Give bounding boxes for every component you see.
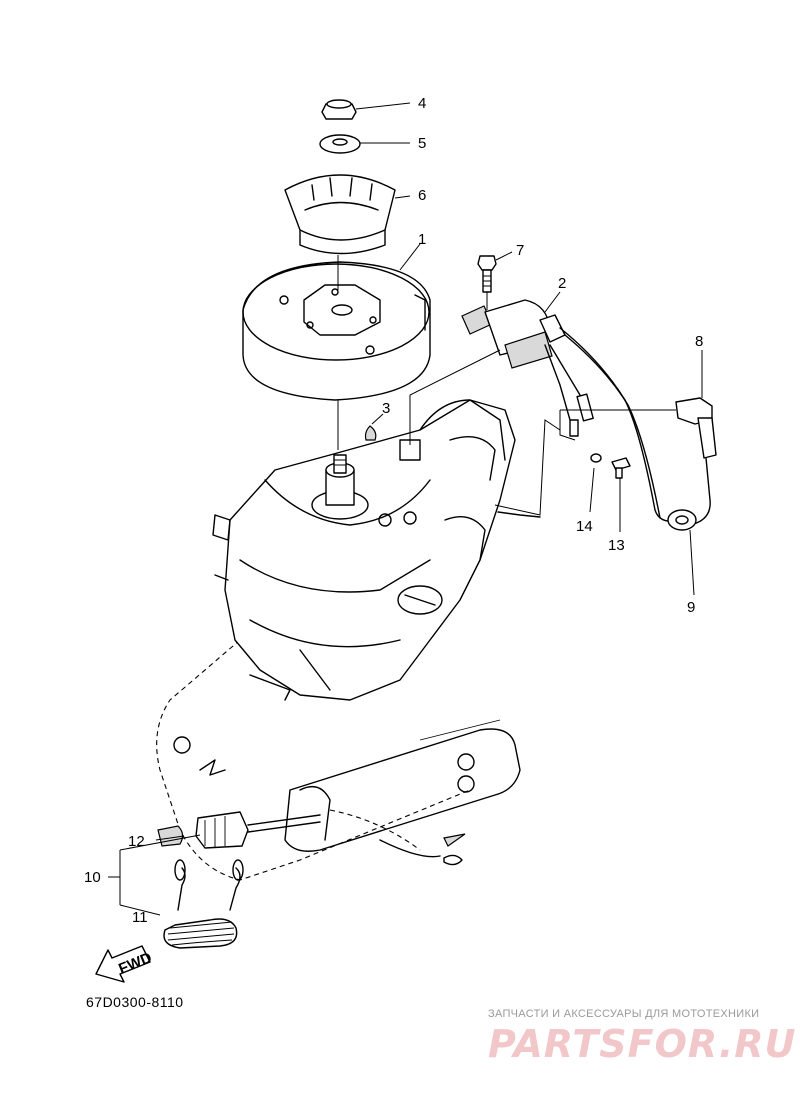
catalog-code: 67D0300-8110 xyxy=(86,994,184,1010)
spark-plug-cap xyxy=(559,350,717,526)
bolt xyxy=(477,251,513,310)
callout-9: 9 xyxy=(687,599,695,616)
callout-11: 11 xyxy=(132,909,148,926)
callout-5: 5 xyxy=(418,135,426,152)
callout-12: 12 xyxy=(128,833,145,850)
callout-14: 14 xyxy=(576,518,593,535)
callout-6: 6 xyxy=(418,187,426,204)
flywheel xyxy=(242,243,431,450)
starter-pulley xyxy=(284,174,411,255)
washer xyxy=(319,134,410,154)
callout-3: 3 xyxy=(382,400,390,417)
forward-direction-arrow: FWD xyxy=(95,945,154,983)
callout-13: 13 xyxy=(608,537,625,554)
watermark-tagline: ЗАПЧАСТИ И АКСЕССУАРЫ ДЛЯ МОТОТЕХНИКИ xyxy=(488,1008,760,1020)
stop-switch-assembly xyxy=(108,811,466,949)
callout-2: 2 xyxy=(558,275,566,292)
screw-and-washer xyxy=(494,419,631,532)
grommet xyxy=(667,509,697,596)
callout-8: 8 xyxy=(695,333,703,350)
engine-block xyxy=(212,399,516,701)
callout-10: 10 xyxy=(84,869,101,886)
callout-labels: 1 2 3 4 5 6 7 8 9 10 11 12 13 14 xyxy=(84,95,703,926)
nut xyxy=(321,99,411,120)
watermark-logo: PARTSFOR.RU xyxy=(488,1022,797,1066)
callout-1: 1 xyxy=(418,231,426,248)
woodruff-key xyxy=(364,413,384,441)
callout-7: 7 xyxy=(516,242,524,259)
callout-4: 4 xyxy=(418,95,426,112)
ignition-coil xyxy=(409,291,681,522)
